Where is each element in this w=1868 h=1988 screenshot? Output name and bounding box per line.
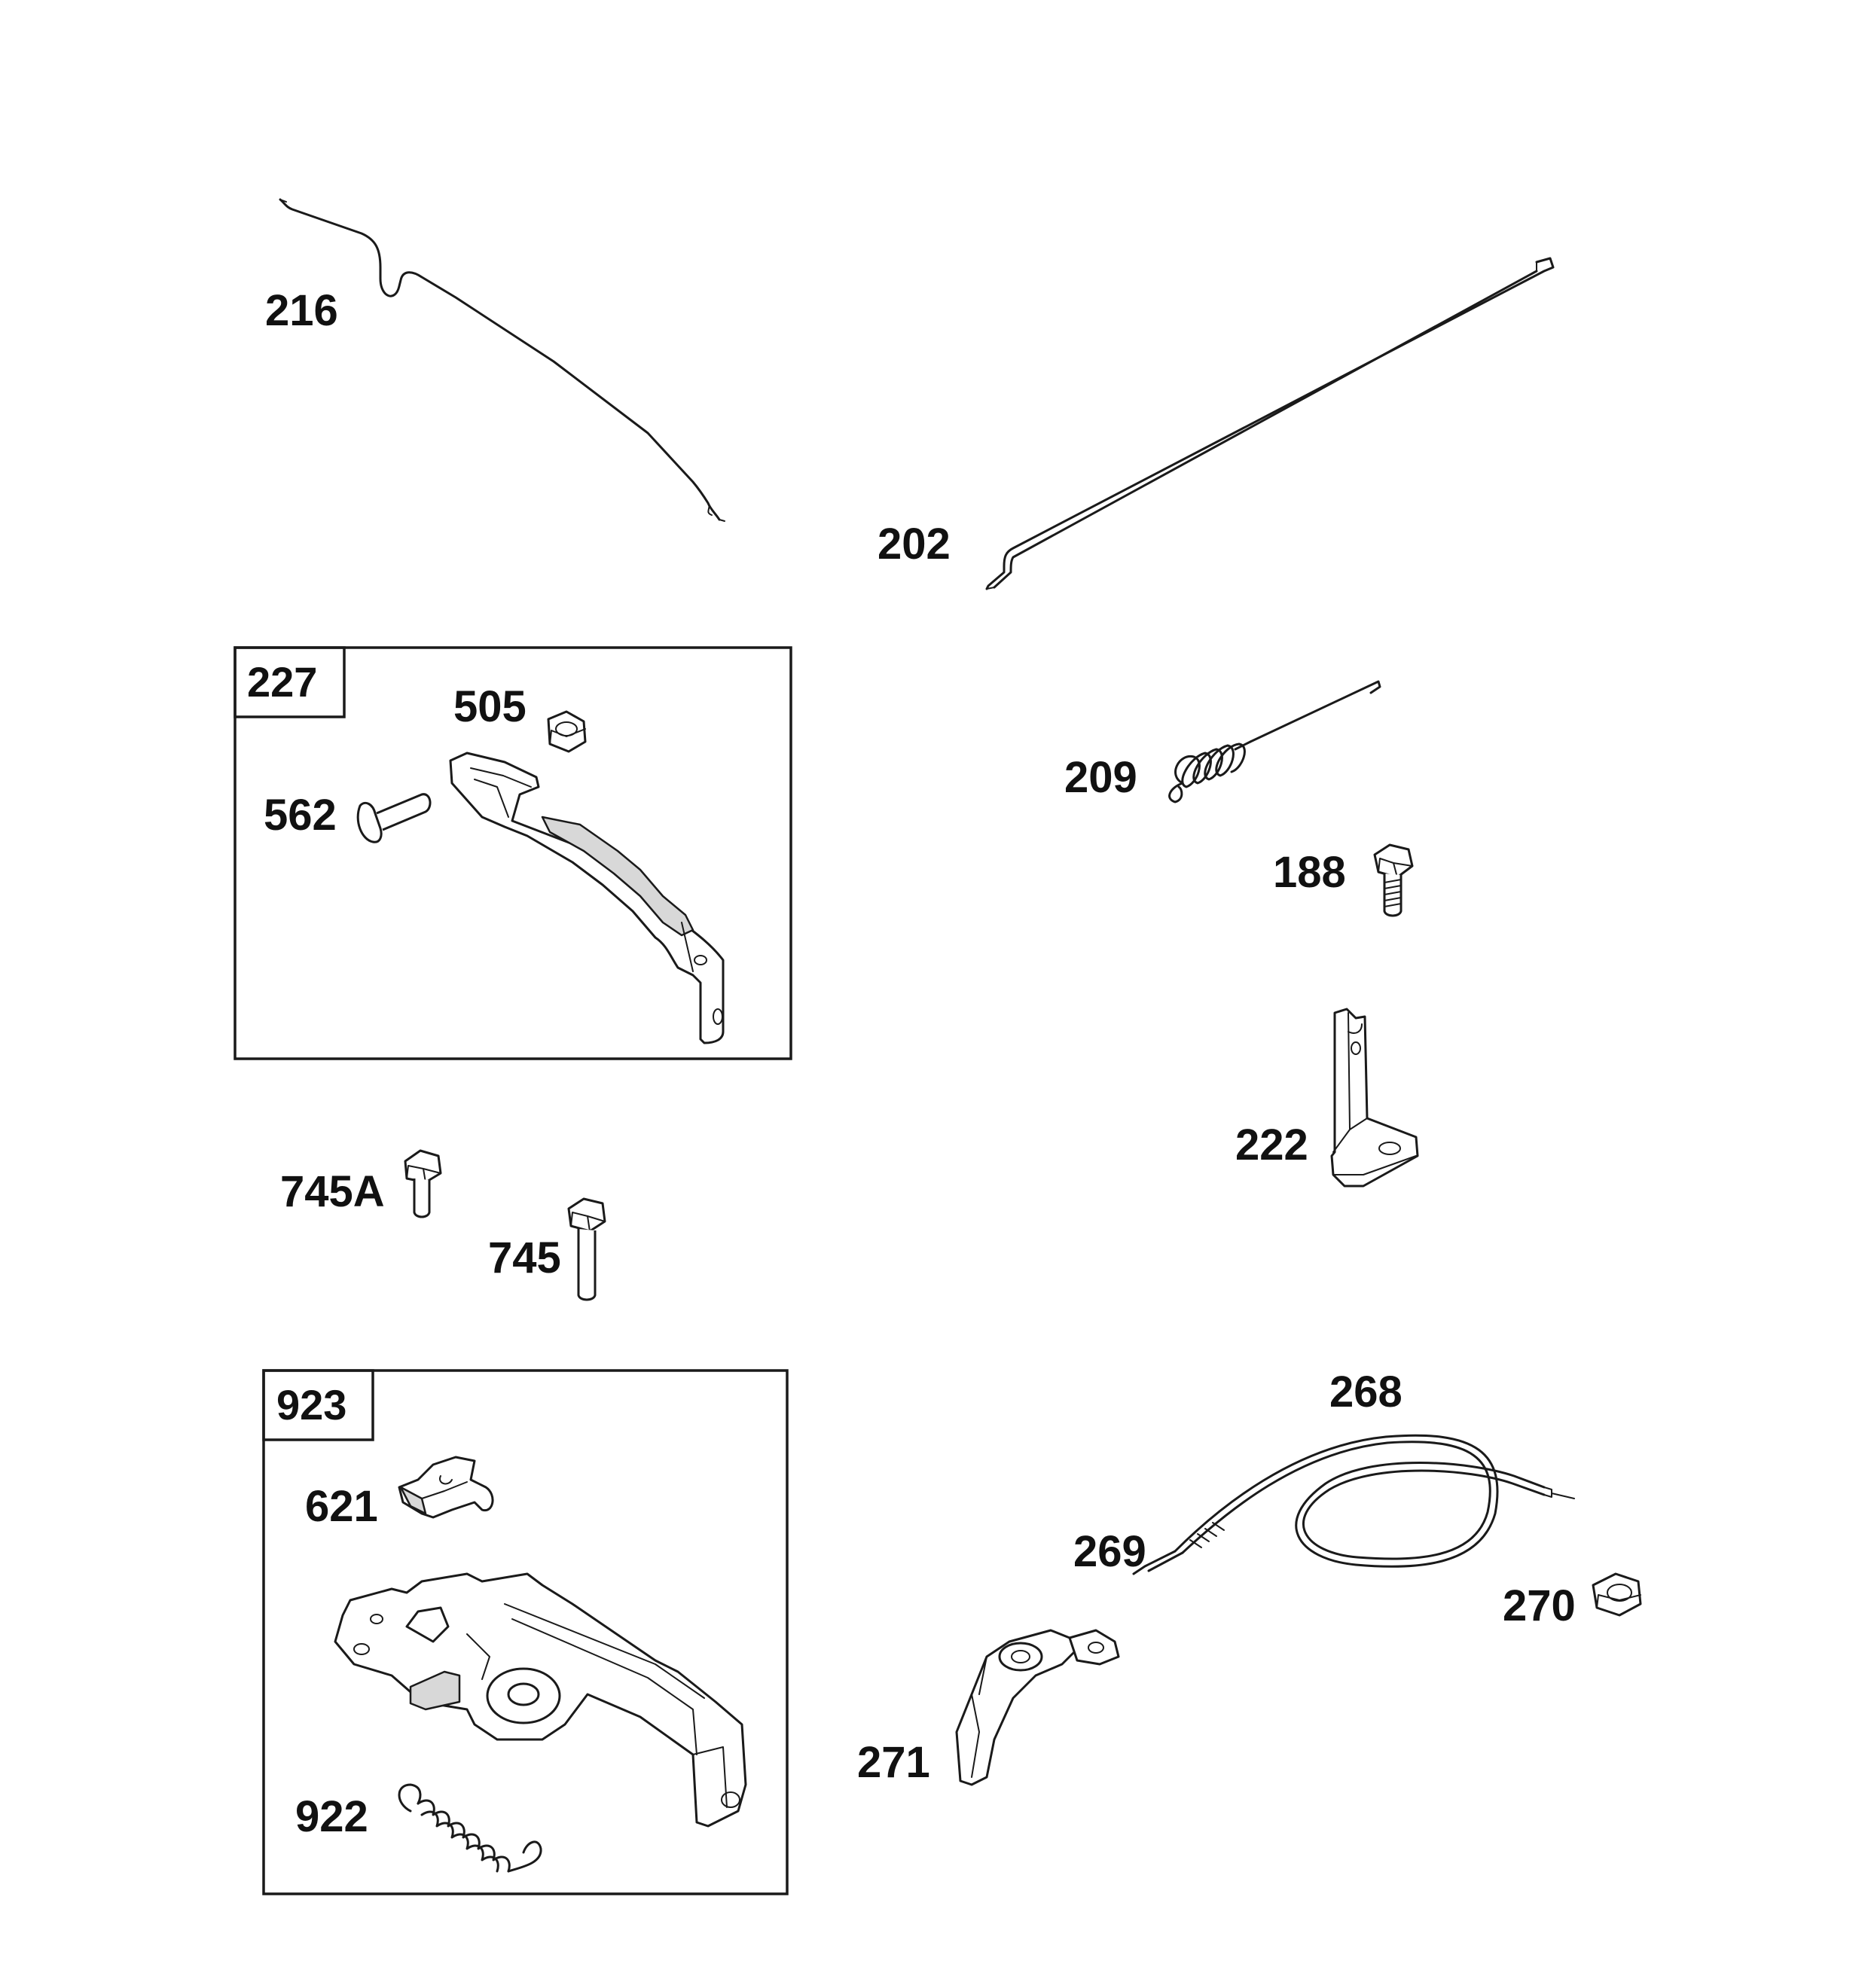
kit-923-box: 923 621 922 — [262, 1369, 789, 1895]
part-label-745A: 745A — [280, 1167, 385, 1216]
part-562-carriage-bolt — [356, 793, 432, 843]
part-label-188: 188 — [1273, 848, 1346, 897]
part-209-governor-spring — [1168, 680, 1381, 803]
part-188-bolt — [1373, 843, 1414, 917]
part-621-clip — [398, 1456, 494, 1519]
part-505-hex-nut — [547, 710, 587, 753]
part-label-202: 202 — [878, 520, 951, 569]
part-label-209: 209 — [1064, 753, 1137, 802]
part-227-control-bracket — [449, 752, 725, 1044]
part-271-control-lever — [955, 1629, 1120, 1786]
kit-label-923: 923 — [276, 1381, 346, 1428]
kit-923-frame — [262, 1369, 789, 1895]
part-label-505: 505 — [453, 682, 527, 731]
part-label-270: 270 — [1503, 1581, 1576, 1630]
part-268-control-cable — [1132, 1434, 1575, 1575]
part-923-control-assembly — [334, 1572, 747, 1828]
part-label-216: 216 — [265, 286, 338, 335]
part-202-link-rod — [985, 257, 1555, 590]
part-922-extension-spring — [398, 1783, 542, 1873]
kit-923-number-box — [262, 1369, 374, 1441]
part-270-hex-nut — [1592, 1572, 1642, 1617]
part-label-222: 222 — [1235, 1121, 1308, 1169]
part-label-922: 922 — [295, 1792, 368, 1841]
part-label-271: 271 — [857, 1738, 930, 1787]
part-222-switch-bracket — [1330, 1008, 1419, 1188]
part-label-745: 745 — [488, 1233, 561, 1282]
part-745A-bolt — [404, 1149, 442, 1218]
kit-227-number-box — [233, 646, 346, 718]
part-label-621: 621 — [305, 1482, 378, 1531]
part-label-269: 269 — [1073, 1527, 1146, 1576]
kit-227-frame — [233, 646, 792, 1060]
part-label-562: 562 — [264, 791, 337, 840]
kit-227-box: 227 505 562 — [233, 646, 792, 1060]
kit-label-227: 227 — [247, 658, 317, 706]
part-label-268: 268 — [1329, 1368, 1403, 1416]
part-745-bolt — [567, 1197, 606, 1301]
part-216-link-wire — [279, 198, 725, 522]
